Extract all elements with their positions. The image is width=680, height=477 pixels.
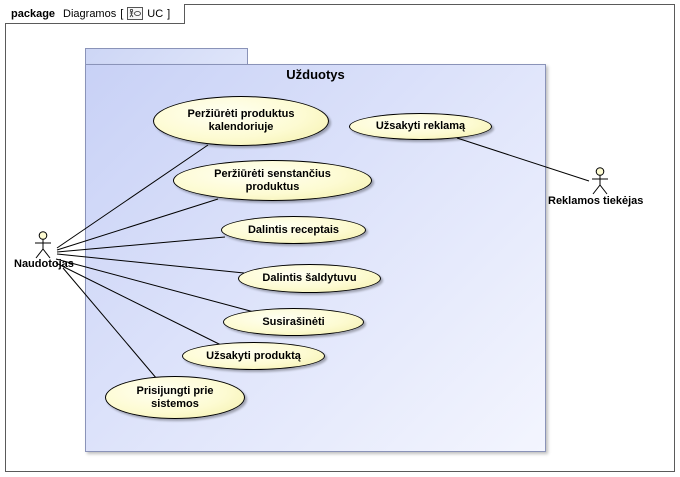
use-case-label: Užsakyti produktą [206, 349, 301, 362]
use-case-order-product[interactable]: Užsakyti produktą [182, 342, 325, 370]
use-case-label: produktus [245, 180, 300, 193]
frame-bracket-open: [ [120, 7, 124, 20]
actor-advertiser-label: Reklamos tiekėjas [548, 195, 644, 207]
use-case-message[interactable]: Susirašinėti [223, 308, 364, 336]
assoc-user-login [62, 267, 158, 380]
use-case-label: Dalintis receptais [247, 223, 340, 236]
use-case-label: Peržiūrėti produktus [187, 108, 295, 120]
actor-advertiser[interactable] [590, 167, 610, 195]
assoc-user-browse-calendar [56, 144, 209, 249]
use-case-label: Užsakyti reklamą [375, 120, 466, 132]
frame-keyword: package [11, 7, 56, 20]
use-case-share-fridge[interactable]: Dalintis šaldytuvu [238, 264, 381, 293]
use-case-share-recipes[interactable]: Dalintis receptais [221, 216, 366, 244]
use-case-icon [127, 7, 144, 20]
use-case-login[interactable]: Prisijungti prie sistemos [105, 376, 245, 419]
frame-bracket-close: ] [167, 7, 171, 20]
actor-user-label: Naudotojas [14, 258, 74, 270]
package-tab [85, 48, 248, 65]
use-case-label: sistemos [151, 397, 199, 410]
assoc-user-message [55, 258, 255, 313]
use-case-label: Dalintis šaldytuvu [262, 272, 357, 284]
use-case-label: Peržiūrėti senstančius [214, 167, 331, 180]
frame-type: UC [147, 7, 164, 20]
actor-figure-icon [35, 231, 51, 259]
assoc-advertiser-order-ad [456, 137, 590, 182]
use-case-label: kalendoriuje [208, 121, 274, 133]
actor-user[interactable] [33, 231, 53, 259]
use-case-label: Prisijungti prie [136, 384, 214, 397]
assoc-user-share-fridge [56, 253, 245, 274]
use-case-browse-calendar[interactable]: Peržiūrėti produktus kalendoriuje [153, 96, 329, 146]
package-title: Užduotys [286, 67, 345, 82]
actor-figure-icon [592, 167, 608, 195]
frame-header: package Diagramos [ UC ] [5, 4, 186, 24]
assoc-user-browse-expiring [56, 198, 219, 251]
frame-name: Diagramos [63, 7, 117, 20]
assoc-user-share-recipes [56, 236, 226, 253]
assoc-user-order-product [55, 262, 222, 346]
use-case-order-ad[interactable]: Užsakyti reklamą [349, 113, 492, 140]
use-case-label: Susirašinėti [262, 315, 325, 328]
use-case-browse-expiring[interactable]: Peržiūrėti senstančius produktus [173, 160, 372, 201]
